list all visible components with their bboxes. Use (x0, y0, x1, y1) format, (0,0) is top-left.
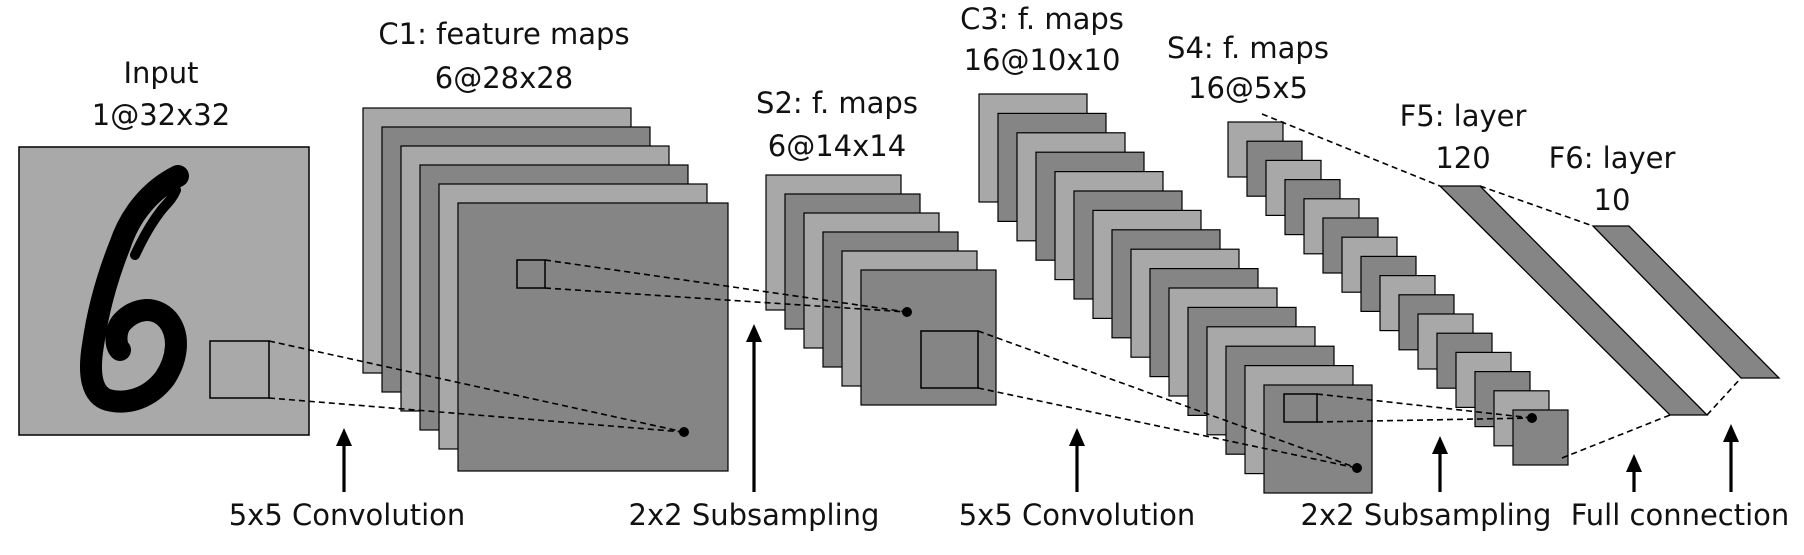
dash-f5-to-f6-bottom (1706, 377, 1742, 416)
arrow-up-icon (336, 428, 352, 492)
c1-feature-maps (362, 107, 729, 472)
dash-s4-to-f5-top (1261, 113, 1441, 187)
dash-c1-to-s2-bottom (544, 287, 908, 313)
dash-input-to-c1-top (268, 340, 685, 433)
dash-s4-to-f5-bottom (1561, 414, 1671, 459)
c1-receptive-field (516, 259, 546, 289)
f5-title: F5: layer (1400, 99, 1527, 133)
f6-dims: 10 (1594, 183, 1631, 217)
digit-six-glyph (80, 165, 189, 413)
input-title: Input (123, 56, 198, 90)
op-label: 5x5 Convolution (229, 498, 466, 532)
s2-feature-maps (765, 174, 997, 406)
op-label: 5x5 Convolution (959, 498, 1196, 532)
input-dims: 1@32x32 (92, 98, 230, 132)
f6-layer (1591, 225, 1781, 379)
input-receptive-field (209, 340, 270, 399)
arrow-up-icon (746, 324, 762, 492)
dash-s2-to-c3-bottom (977, 387, 1358, 469)
arrow-up-icon (1626, 454, 1642, 492)
s4-dims: 16@5x5 (1188, 71, 1308, 105)
c1-title: C1: feature maps (378, 17, 629, 51)
operation-arrows (336, 324, 1739, 492)
c3-title: C3: f. maps (960, 2, 1124, 36)
c1-map (457, 202, 729, 472)
dash-s2-to-c3-top (977, 330, 1358, 469)
dash-c3-to-s4-bottom (1316, 417, 1533, 423)
s4-title: S4: f. maps (1167, 31, 1329, 65)
c3-feature-maps (978, 93, 1373, 494)
f6-layer-bar (1591, 225, 1781, 379)
op-label: Full connection (1571, 498, 1790, 532)
s4-feature-maps (1227, 121, 1569, 466)
dash-c3-to-s4-top (1316, 393, 1533, 419)
c1-dims: 6@28x28 (435, 61, 573, 95)
s2-title: S2: f. maps (756, 86, 918, 120)
connection-lines (268, 113, 1742, 469)
f6-title: F6: layer (1549, 141, 1676, 175)
dash-c1-to-s2-top (544, 259, 908, 313)
c3-receptive-field (1283, 393, 1318, 423)
s2-dims: 6@14x14 (768, 129, 906, 163)
operation-labels: 5x5 Convolution 2x2 Subsampling 5x5 Conv… (229, 498, 1790, 532)
digit-six-top-stroke (130, 185, 181, 260)
arrow-up-icon (1432, 436, 1448, 492)
arrow-up-icon (1069, 428, 1085, 492)
c3-dims: 16@10x10 (964, 43, 1121, 77)
s2-receptive-field (920, 330, 979, 389)
s4-map (1512, 409, 1569, 466)
arrow-up-icon (1723, 424, 1739, 492)
f5-dims: 120 (1435, 141, 1490, 175)
layer-labels: Input 1@32x32 C1: feature maps 6@28x28 S… (92, 2, 1676, 217)
input-layer (18, 146, 310, 436)
op-label: 2x2 Subsampling (629, 498, 880, 532)
op-label: 2x2 Subsampling (1301, 498, 1552, 532)
c3-map (1263, 384, 1373, 494)
